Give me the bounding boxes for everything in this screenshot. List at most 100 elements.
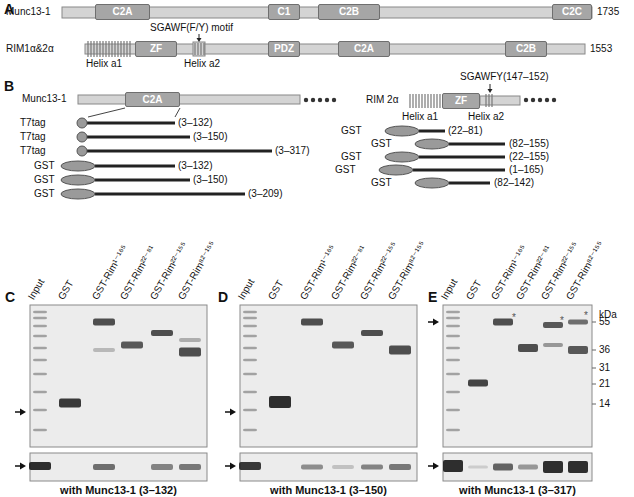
tag-label: T7tag <box>20 145 46 157</box>
helix-label: Helix a1 <box>86 58 122 70</box>
protein-band <box>332 342 354 349</box>
construct-line <box>419 156 505 159</box>
tag-label: GST <box>34 188 55 200</box>
residue-range: (3–317) <box>275 145 309 157</box>
tag-label: GST <box>371 138 392 150</box>
protein-band <box>33 311 47 314</box>
lane-label: Input <box>26 277 48 302</box>
construct-line <box>419 130 445 133</box>
construct-line <box>95 179 190 182</box>
gst-tag <box>379 165 413 175</box>
protein-band <box>332 465 354 469</box>
domain-name: C2A <box>354 43 374 55</box>
helix-stripe <box>99 41 100 57</box>
residue-range: (22–155) <box>509 151 549 163</box>
protein-band <box>179 338 201 342</box>
gel-panel <box>240 305 417 447</box>
band-arrowhead <box>20 409 26 416</box>
marker-size: 31 <box>599 362 610 374</box>
helix-stripe <box>421 94 422 108</box>
residue-count: 1553 <box>590 43 612 55</box>
domain-box: C2A <box>95 4 150 20</box>
helix-stripe <box>415 94 416 108</box>
tag-label: GST <box>341 125 362 137</box>
protein-band <box>33 335 47 338</box>
protein-band <box>493 464 513 471</box>
continuation-dot <box>545 98 549 102</box>
construct-line <box>95 165 175 168</box>
protein-band <box>543 461 563 473</box>
protein-band <box>446 317 460 320</box>
protein-band <box>446 409 460 412</box>
protein-band <box>543 343 563 347</box>
construct-line <box>87 122 175 125</box>
gel-panel <box>30 305 207 447</box>
protein-name: Munc13-1 <box>6 6 50 18</box>
protein-band <box>446 391 460 394</box>
helix-stripe <box>129 41 130 57</box>
domain-name: C2A <box>112 6 132 18</box>
tag-label: T7tag <box>20 117 46 129</box>
construct-line <box>87 136 190 139</box>
panel-letter: E <box>428 289 437 305</box>
marker-size: 14 <box>599 398 610 410</box>
gst-tag <box>415 178 449 188</box>
helix-box <box>193 42 205 56</box>
protein-band <box>446 325 460 328</box>
protein-band <box>33 391 47 394</box>
lane-label: Input <box>236 277 258 302</box>
protein-band <box>151 464 173 470</box>
construct-line <box>95 193 245 196</box>
marker-size: 36 <box>599 344 610 356</box>
gst-tag <box>385 152 419 162</box>
protein-band <box>301 465 323 470</box>
helix-label: Helix a2 <box>184 58 220 70</box>
protein-name: RIM1α&2α <box>6 43 54 55</box>
protein-band <box>568 346 588 354</box>
t7-tag <box>77 146 87 156</box>
blot-panel <box>30 453 207 481</box>
motif-label: SGAWF(F/Y) motif <box>150 22 233 34</box>
protein-band <box>493 319 513 326</box>
continuation-dot <box>325 98 329 102</box>
protein-band <box>179 464 201 470</box>
helix-stripe <box>439 94 440 108</box>
protein-band <box>361 330 383 336</box>
helix-stripe <box>96 41 97 57</box>
protein-band <box>33 347 47 350</box>
marker-tick <box>592 384 596 385</box>
asterisk: * <box>512 312 516 324</box>
helix-stripe <box>418 94 419 108</box>
continuation-dot <box>524 98 528 102</box>
helix-stripe <box>126 41 127 57</box>
protein-band <box>468 466 488 469</box>
helix-stripe <box>491 94 492 107</box>
helix-stripe <box>430 94 431 108</box>
protein-band <box>443 460 463 472</box>
domain-name: ZF <box>150 43 162 55</box>
band-arrowhead <box>433 463 439 470</box>
protein-band <box>33 373 47 376</box>
helix-stripe <box>111 41 112 57</box>
gst-tag <box>415 139 449 149</box>
protein-band <box>243 335 257 338</box>
tag-label: GST <box>341 151 362 163</box>
protein-band <box>33 317 47 320</box>
helix-stripe <box>194 43 195 55</box>
protein-band <box>239 462 261 470</box>
marker-tick <box>592 404 596 405</box>
domain-box: C2B <box>505 41 547 57</box>
residue-range: (3–132) <box>178 160 212 172</box>
motif-label: SGAWFY(147–152) <box>460 71 549 83</box>
helix-stripe <box>87 41 88 57</box>
residue-range: (3–209) <box>248 188 282 200</box>
helix-stripe <box>427 94 428 108</box>
continuation-dot <box>318 98 322 102</box>
tag-label: GST <box>34 160 55 172</box>
domain-box: C2B <box>318 4 380 20</box>
helix-stripe <box>485 94 486 107</box>
protein-band <box>243 311 257 314</box>
protein-bar <box>78 95 300 104</box>
domain-name: C2C <box>562 6 582 18</box>
helix-stripe <box>120 41 121 57</box>
